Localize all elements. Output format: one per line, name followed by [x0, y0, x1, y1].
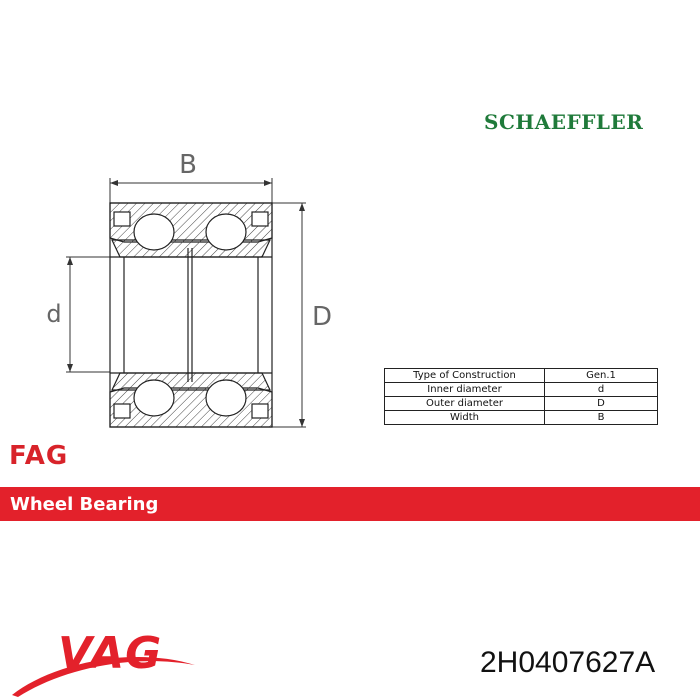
bearing-outline: [109, 202, 273, 428]
fag-logo: FAG: [9, 441, 69, 471]
table-row: Outer diameter D: [384, 396, 658, 411]
schaeffler-logo: SCHAEFFLER: [484, 110, 644, 134]
spec-label: Type of Construction: [384, 368, 545, 383]
vag-logo: VAG: [58, 628, 163, 679]
spec-label: Inner diameter: [384, 382, 545, 397]
label-inner-d: d: [46, 300, 61, 328]
label-b: B: [179, 150, 197, 180]
spec-label: Outer diameter: [384, 396, 545, 411]
bearing-drawing: B D d: [46, 150, 332, 428]
dimension-inner-d: d: [46, 256, 112, 373]
part-number: 2H0407627A: [480, 646, 656, 679]
dimension-b: B: [109, 150, 273, 210]
spec-value: d: [544, 382, 658, 397]
vag-swoosh-icon: [12, 656, 195, 697]
spec-value: Gen.1: [544, 368, 658, 383]
table-row: Inner diameter d: [384, 382, 658, 397]
table-row: Width B: [384, 410, 658, 425]
spec-table: Type of Construction Gen.1 Inner diamete…: [384, 368, 658, 425]
label-outer-d: D: [312, 302, 332, 332]
product-banner: Wheel Bearing: [0, 487, 700, 521]
dimension-outer-d: D: [272, 202, 332, 428]
spec-value: D: [544, 396, 658, 411]
spec-label: Width: [384, 410, 545, 425]
product-title: Wheel Bearing: [10, 494, 159, 515]
table-row: Type of Construction Gen.1: [384, 368, 658, 383]
spec-value: B: [544, 410, 658, 425]
